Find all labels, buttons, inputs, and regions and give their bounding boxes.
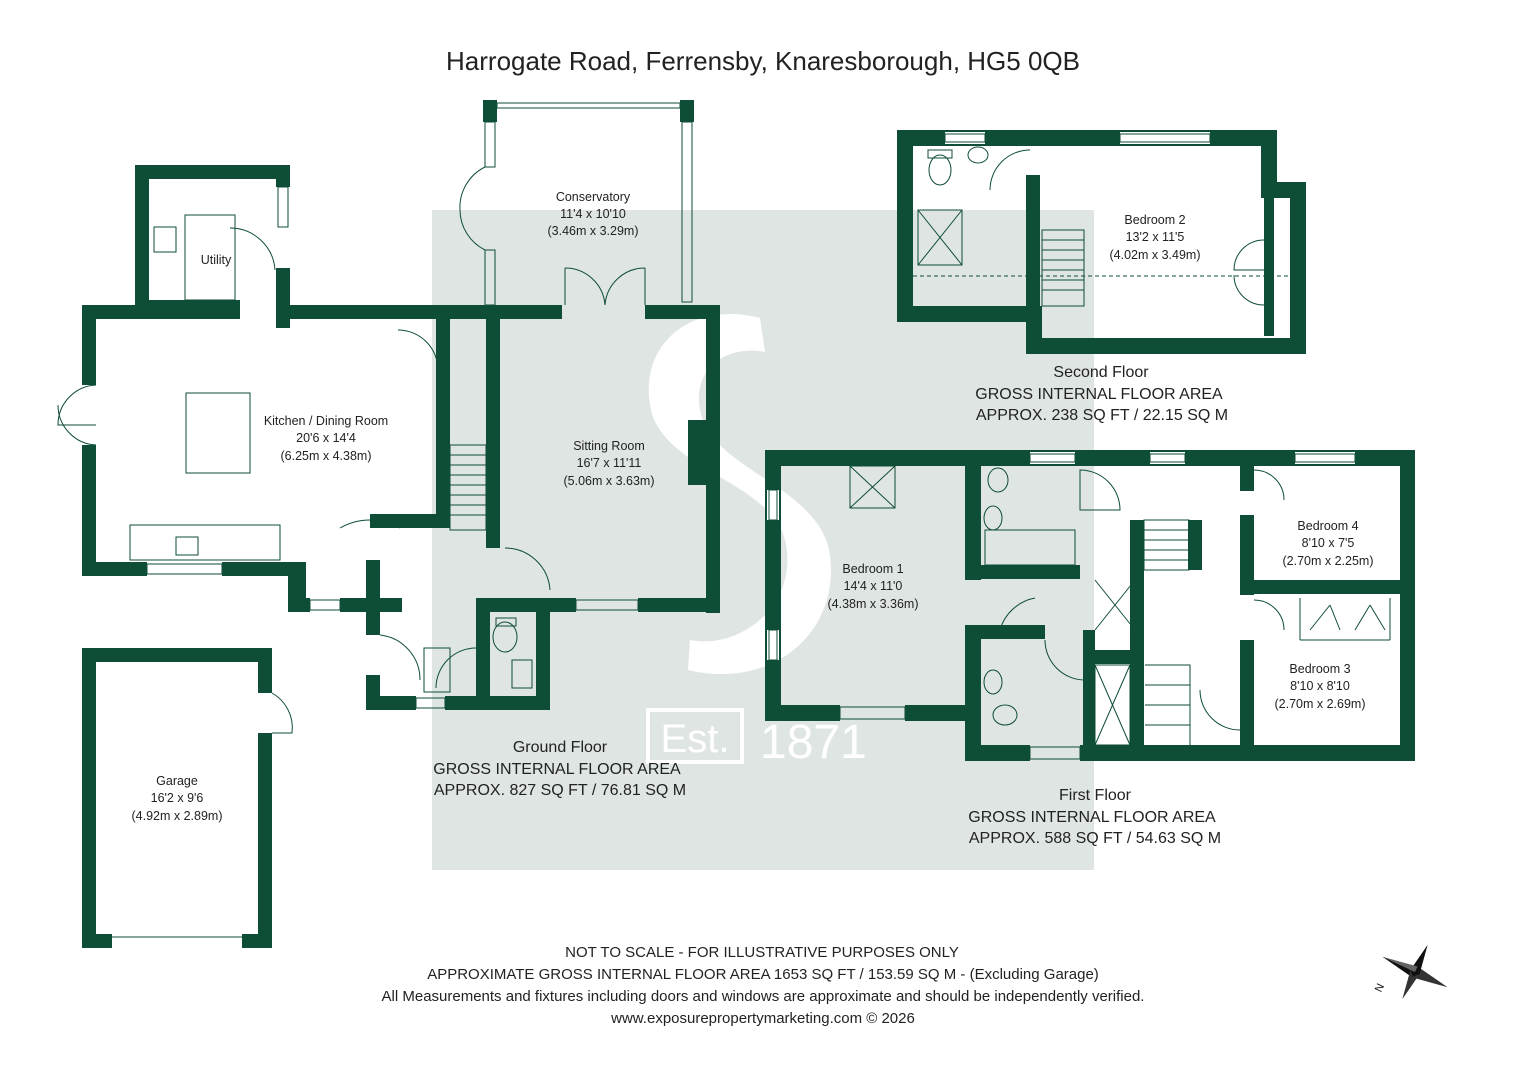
floor-area-second: Second Floor GROSS INTERNAL FLOOR AREA A… — [975, 364, 1228, 424]
svg-text:14'4 x 11'0: 14'4 x 11'0 — [844, 579, 903, 593]
svg-text:Garage: Garage — [156, 774, 198, 788]
compass-icon — [1382, 944, 1448, 1000]
footer-line-1: NOT TO SCALE - FOR ILLUSTRATIVE PURPOSES… — [565, 944, 959, 961]
svg-text:Second Floor: Second Floor — [1053, 364, 1149, 381]
svg-text:16'7 x 11'11: 16'7 x 11'11 — [577, 456, 642, 470]
footer-line-2: APPROXIMATE GROSS INTERNAL FLOOR AREA 16… — [427, 966, 1099, 983]
room-label-conservatory: Conservatory 11'4 x 10'10 (3.46m x 3.29m… — [547, 190, 638, 238]
svg-text:Bedroom 4: Bedroom 4 — [1297, 519, 1358, 533]
svg-text:APPROX. 238 SQ FT / 22.15 SQ M: APPROX. 238 SQ FT / 22.15 SQ M — [976, 407, 1228, 424]
svg-text:Conservatory: Conservatory — [556, 190, 631, 204]
svg-text:8'10 x 8'10: 8'10 x 8'10 — [1290, 679, 1350, 693]
room-label-bedroom3: Bedroom 3 8'10 x 8'10 (2.70m x 2.69m) — [1274, 662, 1365, 711]
watermark-year: 1871 — [760, 716, 867, 769]
svg-text:Sitting Room: Sitting Room — [573, 439, 645, 453]
room-label-utility: Utility — [201, 253, 232, 267]
svg-text:Bedroom 1: Bedroom 1 — [842, 562, 903, 576]
watermark-est: Est. — [661, 717, 730, 761]
room-label-bedroom1: Bedroom 1 14'4 x 11'0 (4.38m x 3.36m) — [827, 562, 918, 611]
svg-text:First Floor: First Floor — [1059, 787, 1132, 804]
svg-text:(4.92m x 2.89m): (4.92m x 2.89m) — [131, 809, 222, 823]
svg-text:20'6 x 14'4: 20'6 x 14'4 — [296, 431, 356, 445]
floor-area-ground: Ground Floor GROSS INTERNAL FLOOR AREA A… — [433, 739, 686, 799]
svg-text:APPROX. 827 SQ FT / 76.81 SQ M: APPROX. 827 SQ FT / 76.81 SQ M — [434, 782, 686, 799]
room-label-sitting: Sitting Room 16'7 x 11'11 (5.06m x 3.63m… — [563, 439, 654, 488]
room-label-garage: Garage 16'2 x 9'6 (4.92m x 2.89m) — [131, 774, 222, 823]
svg-text:(2.70m x 2.25m): (2.70m x 2.25m) — [1282, 554, 1373, 568]
property-title: Harrogate Road, Ferrensby, Knaresborough… — [446, 46, 1080, 76]
room-label-bedroom2: Bedroom 2 13'2 x 11'5 (4.02m x 3.49m) — [1109, 213, 1200, 262]
svg-text:(6.25m x 4.38m): (6.25m x 4.38m) — [280, 449, 371, 463]
svg-text:GROSS INTERNAL FLOOR AREA: GROSS INTERNAL FLOOR AREA — [433, 761, 681, 778]
room-label-bedroom4: Bedroom 4 8'10 x 7'5 (2.70m x 2.25m) — [1282, 519, 1373, 568]
garage-plan — [82, 648, 293, 948]
floor-area-first: First Floor GROSS INTERNAL FLOOR AREA AP… — [968, 787, 1221, 847]
svg-text:11'4 x 10'10: 11'4 x 10'10 — [560, 207, 626, 221]
svg-text:GROSS INTERNAL FLOOR AREA: GROSS INTERNAL FLOOR AREA — [975, 386, 1223, 403]
svg-text:Kitchen / Dining Room: Kitchen / Dining Room — [264, 414, 388, 428]
svg-text:APPROX. 588 SQ FT / 54.63 SQ M: APPROX. 588 SQ FT / 54.63 SQ M — [969, 830, 1221, 847]
svg-text:8'10 x 7'5: 8'10 x 7'5 — [1302, 536, 1355, 550]
watermark-s-letter — [648, 313, 831, 675]
second-floor-plan — [897, 130, 1306, 354]
svg-text:(3.46m x 3.29m): (3.46m x 3.29m) — [547, 224, 638, 238]
first-floor-plan — [765, 450, 1415, 761]
footer-disclaimer: NOT TO SCALE - FOR ILLUSTRATIVE PURPOSES… — [382, 944, 1145, 1027]
svg-text:16'2 x 9'6: 16'2 x 9'6 — [151, 791, 204, 805]
footer-line-4: www.exposurepropertymarketing.com © 2026 — [610, 1010, 915, 1027]
watermark-est-box — [646, 708, 744, 764]
svg-text:(4.02m x 3.49m): (4.02m x 3.49m) — [1109, 248, 1200, 262]
svg-text:(2.70m x 2.69m): (2.70m x 2.69m) — [1274, 697, 1365, 711]
svg-text:(4.38m x 3.36m): (4.38m x 3.36m) — [827, 597, 918, 611]
svg-text:GROSS INTERNAL FLOOR AREA: GROSS INTERNAL FLOOR AREA — [968, 809, 1216, 826]
svg-text:Ground Floor: Ground Floor — [513, 739, 608, 756]
svg-text:Bedroom 3: Bedroom 3 — [1289, 662, 1350, 676]
ground-floor-plan — [57, 100, 720, 710]
room-label-kitchen: Kitchen / Dining Room 20'6 x 14'4 (6.25m… — [264, 414, 388, 463]
svg-text:Bedroom 2: Bedroom 2 — [1124, 213, 1185, 227]
footer-line-3: All Measurements and fixtures including … — [382, 988, 1145, 1005]
svg-text:(5.06m x 3.63m): (5.06m x 3.63m) — [563, 474, 654, 488]
svg-text:13'2 x 11'5: 13'2 x 11'5 — [1126, 230, 1185, 244]
svg-text:Utility: Utility — [201, 253, 232, 267]
compass-north-label: N — [1373, 982, 1387, 994]
